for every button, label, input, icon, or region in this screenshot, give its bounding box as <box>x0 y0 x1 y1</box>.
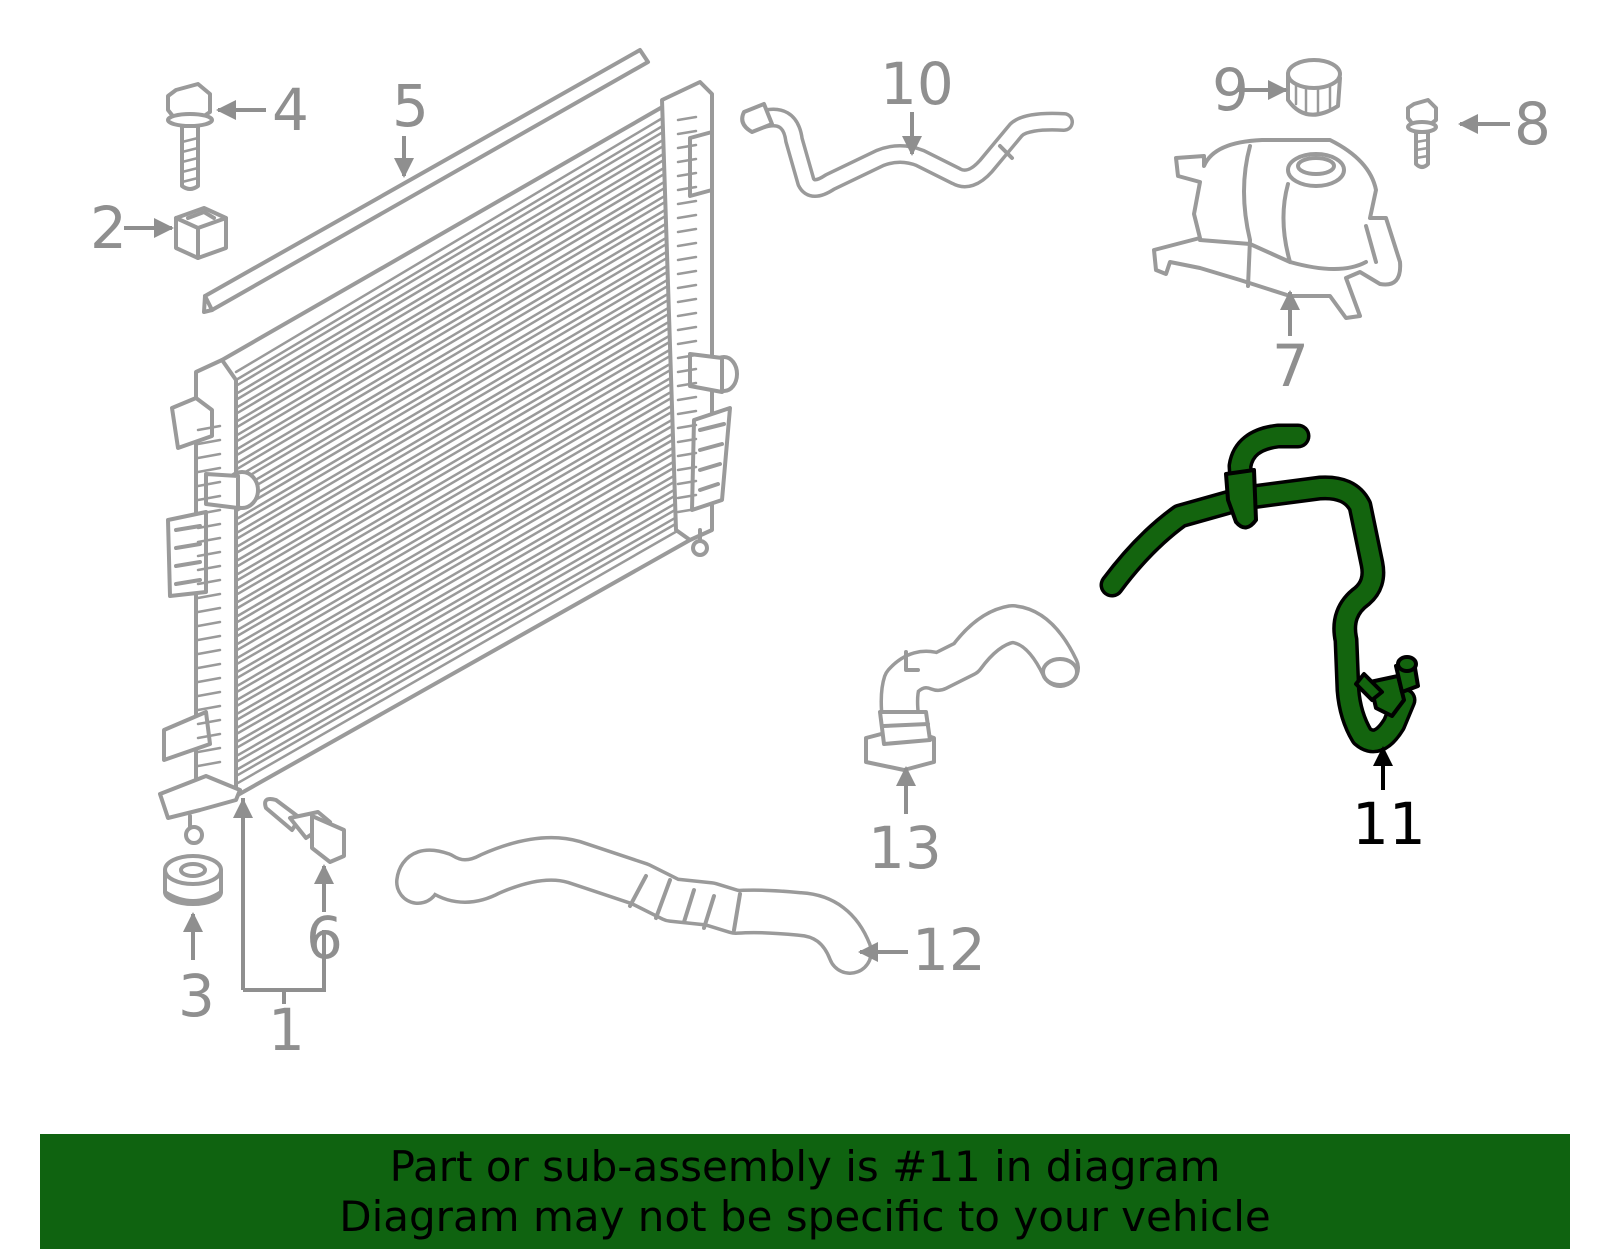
info-banner: Part or sub-assembly is #11 in diagram D… <box>40 1134 1570 1249</box>
part-7-reservoir <box>1152 138 1403 320</box>
part-5-seal-strip <box>202 48 650 314</box>
parts-diagram: 4 5 2 10 9 8 7 11 13 12 6 3 1 <box>90 48 1551 1064</box>
callout-11-highlighted: 11 <box>1352 790 1426 858</box>
part-1-radiator <box>158 80 739 845</box>
callout-9: 9 <box>1212 56 1249 124</box>
part-8-bolt <box>1406 98 1438 169</box>
part-6-sensor <box>263 797 346 864</box>
callout-6: 6 <box>306 904 343 972</box>
part-11-hose-highlighted <box>1099 423 1420 754</box>
callout-5: 5 <box>392 72 429 140</box>
banner-line-2: Diagram may not be specific to your vehi… <box>339 1192 1271 1241</box>
part-9-cap <box>1286 58 1342 117</box>
callout-8: 8 <box>1514 90 1551 158</box>
part-3-insulator <box>163 854 223 906</box>
callout-10: 10 <box>880 50 954 118</box>
part-10-overflow-hose <box>740 102 1074 198</box>
callout-4: 4 <box>272 76 309 144</box>
part-13-hose <box>864 604 1080 772</box>
callout-7: 7 <box>1272 332 1309 400</box>
callout-2: 2 <box>90 194 127 262</box>
callout-12: 12 <box>912 916 986 984</box>
callout-1: 1 <box>268 996 305 1064</box>
part-12-hose <box>395 835 873 975</box>
banner-line-1: Part or sub-assembly is #11 in diagram <box>389 1142 1221 1191</box>
part-4-bolt <box>166 82 214 191</box>
callout-13: 13 <box>868 814 942 882</box>
callout-3: 3 <box>178 962 215 1030</box>
callout-leaders <box>124 80 1510 1004</box>
part-2-clip <box>174 206 228 260</box>
